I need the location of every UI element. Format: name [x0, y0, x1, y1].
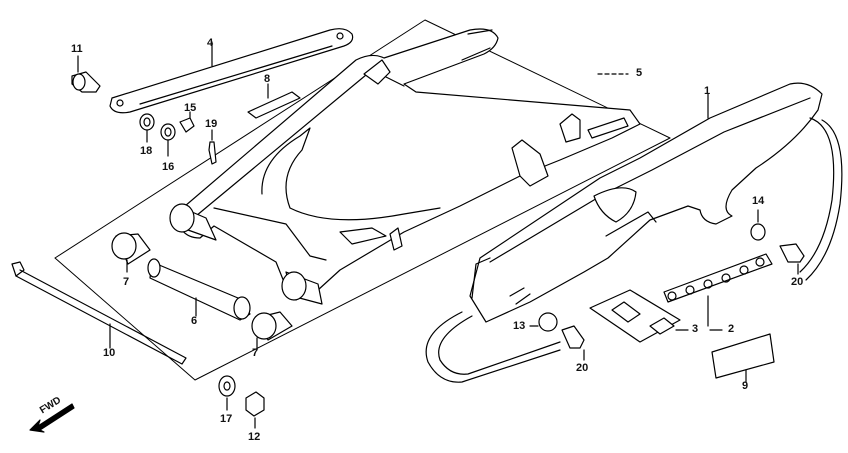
callout-11: 11 — [71, 43, 83, 55]
callout-19: 19 — [205, 118, 218, 130]
chain-links-part-3 — [663, 253, 773, 327]
washer-part-17 — [218, 375, 236, 411]
drive-chain — [425, 117, 843, 383]
chain-case-part-1 — [469, 82, 823, 323]
pivot-bolt-part-10 — [11, 261, 187, 365]
swingarm-group-outline — [54, 19, 671, 381]
callout-5: 5 — [636, 67, 643, 79]
callout-2: 2 — [728, 323, 735, 335]
callout-1: 1 — [704, 85, 711, 97]
callout-6: 6 — [191, 315, 198, 327]
master-link-part-2 — [589, 289, 723, 343]
washer-part-13 — [529, 312, 558, 332]
washers-parts-15-16-18 — [139, 111, 195, 157]
swingarm-pivot-tubes — [169, 203, 323, 305]
bolt-part-20-lower — [561, 325, 585, 361]
callout-4: 4 — [207, 37, 214, 49]
nut-part-12 — [245, 391, 265, 429]
bushing-part-7-upper — [111, 232, 151, 273]
callout-16: 16 — [162, 161, 175, 173]
label-part-8 — [247, 83, 301, 119]
callout-3: 3 — [692, 323, 699, 335]
pivot-collar-part-6 — [147, 258, 251, 321]
callout-20-lower: 20 — [576, 362, 589, 374]
bolt-part-20-upper — [779, 243, 805, 275]
bolt-part-11 — [71, 55, 101, 93]
callout-9: 9 — [742, 380, 749, 392]
callout-7-lower: 7 — [252, 347, 259, 359]
callout-8: 8 — [264, 73, 271, 85]
callout-20-upper: 20 — [791, 276, 804, 288]
callout-10: 10 — [103, 347, 116, 359]
bushing-part-7-lower — [251, 311, 293, 351]
callout-7-upper: 7 — [123, 276, 130, 288]
label-part-9 — [711, 333, 775, 383]
callout-18: 18 — [140, 145, 153, 157]
stopper-arm-part-4 — [109, 28, 354, 114]
cotter-pin-part-19 — [208, 129, 217, 165]
washer-part-14 — [750, 209, 766, 241]
callout-15: 15 — [184, 102, 197, 114]
callout-12: 12 — [248, 431, 261, 443]
swingarm-part-5 — [177, 28, 641, 301]
callout-17: 17 — [220, 413, 233, 425]
fwd-arrow-icon — [29, 403, 75, 433]
callout-14: 14 — [752, 195, 765, 207]
callout-13: 13 — [513, 320, 526, 332]
